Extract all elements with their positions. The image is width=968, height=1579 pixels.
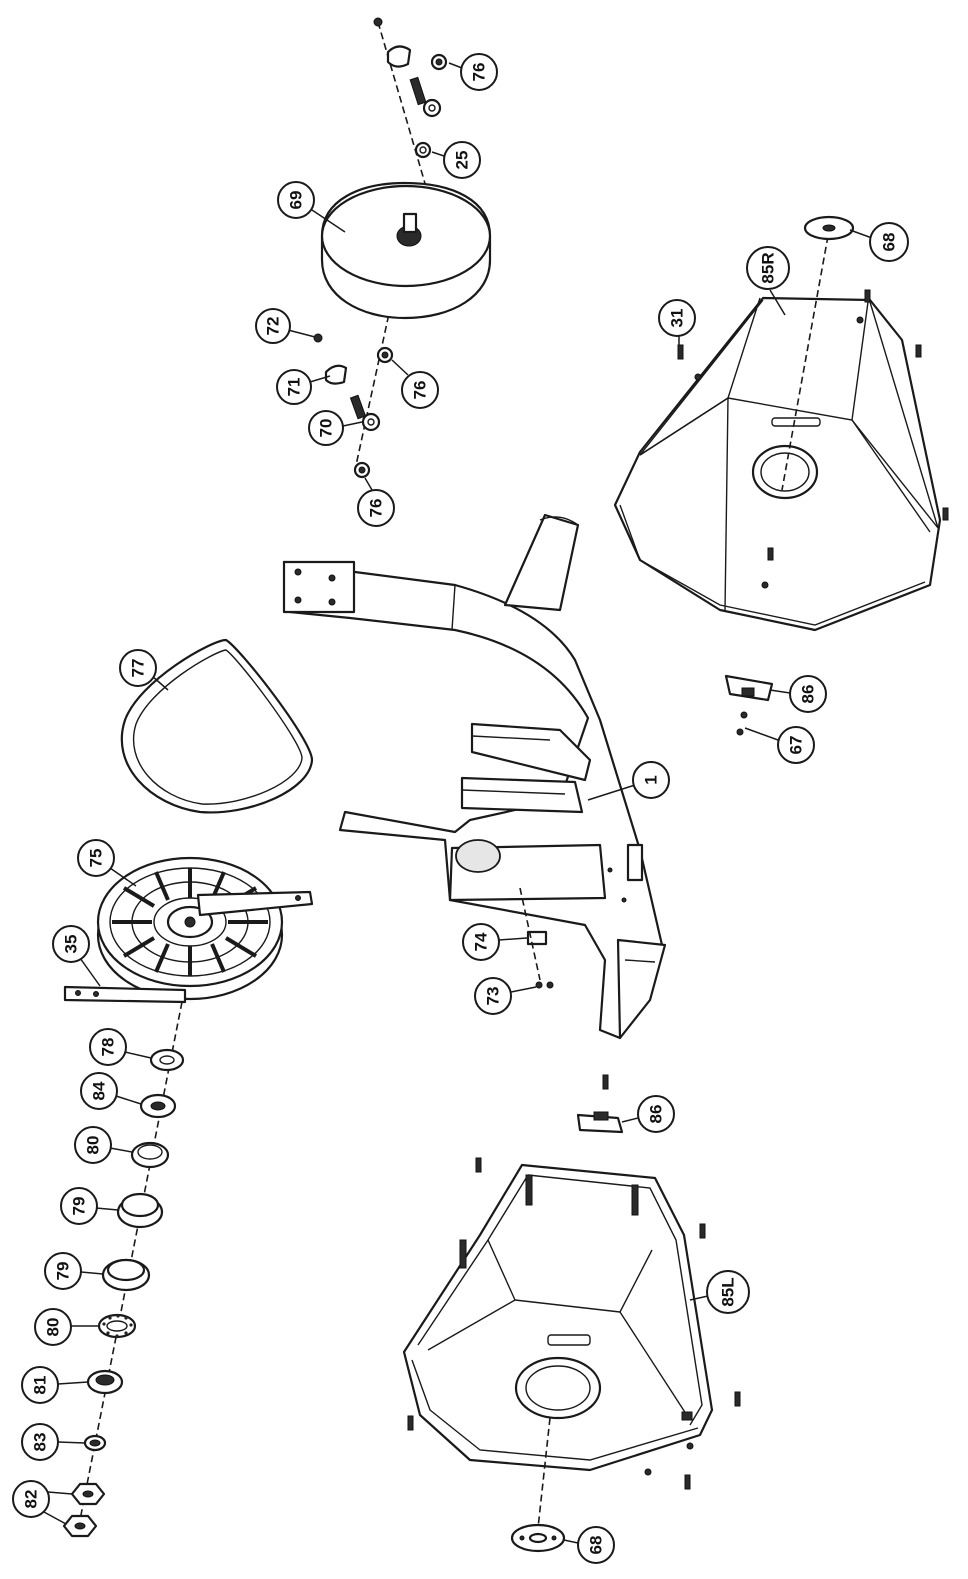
washer-bottom-axle [376, 346, 394, 364]
callout-78[interactable]: 78 [89, 1028, 152, 1066]
callout-80-bottom[interactable]: 80 [34, 1308, 99, 1346]
callout-76-mid[interactable]: 76 [391, 359, 439, 409]
svg-text:68: 68 [587, 1536, 606, 1555]
flywheel-axle-assembly [313, 17, 492, 479]
callout-69[interactable]: 69 [277, 181, 346, 233]
pulley-75 [96, 856, 314, 1001]
svg-text:31: 31 [668, 309, 687, 328]
svg-text:86: 86 [647, 1105, 666, 1124]
callout-73[interactable]: 73 [474, 977, 537, 1015]
callout-31[interactable]: 31 [658, 299, 696, 345]
nut-82-bottom [62, 1514, 98, 1538]
washer-78 [149, 1048, 185, 1072]
washer-25 [414, 141, 432, 159]
svg-text:84: 84 [90, 1081, 109, 1100]
nut-76-top [430, 53, 448, 71]
svg-text:80: 80 [44, 1318, 63, 1337]
callout-71[interactable]: 71 [276, 369, 331, 405]
svg-text:83: 83 [31, 1433, 50, 1452]
bearing-80-top [130, 1141, 170, 1169]
svg-text:71: 71 [285, 378, 304, 397]
svg-text:86: 86 [799, 685, 818, 704]
svg-text:70: 70 [317, 419, 336, 438]
svg-text:75: 75 [87, 849, 106, 868]
cup-79-bottom [101, 1258, 151, 1292]
callout-25[interactable]: 25 [431, 141, 481, 179]
bearing-80-bottom [97, 1313, 137, 1339]
svg-text:69: 69 [287, 191, 306, 210]
washer-70 [361, 412, 381, 432]
main-frame-1 [282, 513, 667, 1040]
callout-76-top[interactable]: 76 [448, 53, 498, 91]
callout-1[interactable]: 1 [587, 761, 670, 801]
callout-80-top[interactable]: 80 [74, 1126, 133, 1164]
svg-text:77: 77 [129, 659, 148, 678]
svg-text:67: 67 [787, 736, 806, 755]
callout-83[interactable]: 83 [21, 1423, 86, 1461]
washer-84 [139, 1093, 177, 1119]
nut-72-dot [313, 333, 323, 343]
callout-76-bottom[interactable]: 76 [357, 477, 395, 527]
callout-35[interactable]: 35 [52, 925, 101, 987]
callout-72[interactable]: 72 [255, 308, 316, 344]
washer-68-left [510, 1523, 566, 1553]
svg-text:74: 74 [472, 932, 491, 951]
eye-bolt-71 [324, 364, 367, 420]
svg-text:85R: 85R [759, 252, 778, 283]
screw-31 [677, 344, 684, 360]
svg-text:76: 76 [411, 381, 430, 400]
right-cover-85r [613, 215, 949, 632]
svg-text:82: 82 [22, 1490, 41, 1509]
svg-text:81: 81 [31, 1376, 50, 1395]
svg-text:68: 68 [880, 233, 899, 252]
svg-text:85L: 85L [719, 1277, 738, 1306]
left-cover-85l [402, 1157, 741, 1553]
callouts: 76 25 69 68 85R 72 [12, 53, 909, 1564]
callout-75[interactable]: 75 [77, 839, 137, 887]
callout-81[interactable]: 81 [21, 1366, 89, 1404]
svg-text:25: 25 [453, 151, 472, 170]
crank-arm-35 [63, 985, 187, 1004]
callout-77[interactable]: 77 [119, 649, 169, 691]
svg-text:72: 72 [264, 317, 283, 336]
svg-text:80: 80 [84, 1136, 103, 1155]
callout-79-bottom[interactable]: 79 [44, 1252, 104, 1290]
svg-text:76: 76 [470, 63, 489, 82]
nut-82-top [70, 1482, 106, 1506]
foot-pad-86-bottom [576, 1074, 624, 1134]
svg-text:79: 79 [54, 1262, 73, 1281]
callout-82[interactable]: 82 [12, 1480, 73, 1525]
callout-86-top[interactable]: 86 [769, 675, 827, 713]
svg-text:78: 78 [99, 1038, 118, 1057]
callout-74[interactable]: 74 [462, 923, 528, 961]
drive-belt-77 [120, 638, 314, 814]
foot-pad-86-top [724, 674, 774, 736]
eye-bolt-top [386, 45, 427, 106]
callout-84[interactable]: 84 [80, 1072, 142, 1110]
flywheel-disk [320, 181, 492, 320]
nut-76-bottom [353, 461, 371, 479]
callout-67[interactable]: 67 [744, 726, 815, 764]
top-nut-dot [373, 17, 383, 27]
svg-text:35: 35 [62, 935, 81, 954]
callout-68-left[interactable]: 68 [563, 1526, 615, 1564]
callout-68-right[interactable]: 68 [849, 222, 909, 262]
callout-85l[interactable]: 85L [689, 1270, 750, 1314]
clip-83 [83, 1434, 107, 1452]
washer-68-right [803, 215, 855, 241]
callout-79-top[interactable]: 79 [60, 1187, 119, 1225]
bracket-74-screws [519, 887, 554, 989]
cup-79-top [116, 1192, 164, 1229]
svg-text:79: 79 [70, 1197, 89, 1216]
callout-86-bottom[interactable]: 86 [621, 1095, 675, 1133]
bearing-81 [86, 1369, 124, 1395]
svg-text:1: 1 [642, 775, 661, 784]
callout-70[interactable]: 70 [308, 410, 363, 446]
svg-text:76: 76 [367, 499, 386, 518]
washer-top [422, 98, 442, 118]
svg-text:73: 73 [484, 987, 503, 1006]
bearing-stack [62, 1001, 185, 1538]
callout-85r[interactable]: 85R [746, 246, 790, 316]
